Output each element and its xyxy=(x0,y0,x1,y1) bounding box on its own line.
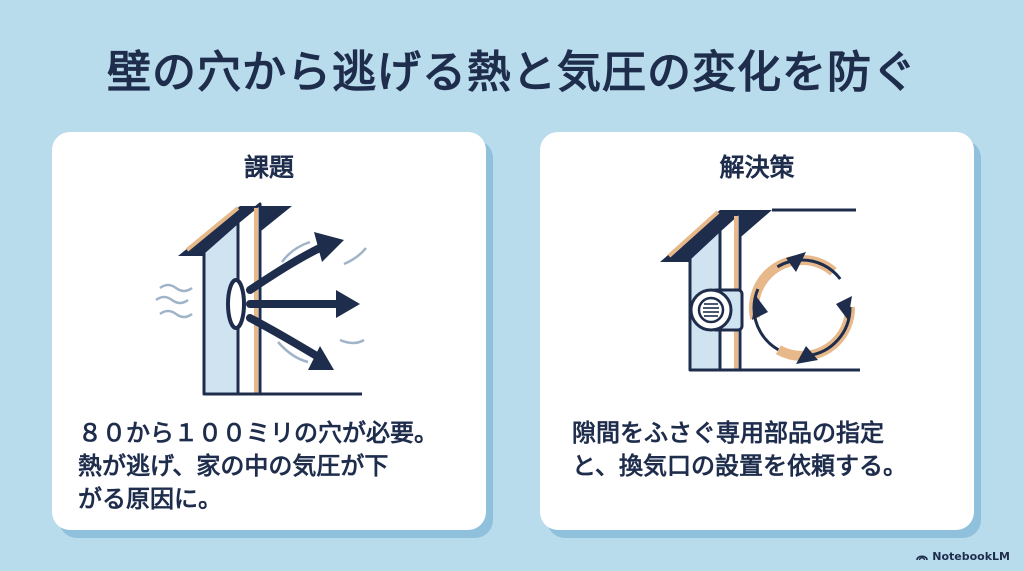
solution-line-1: 隙間をふさぐ専用部品の指定 xyxy=(572,419,884,447)
problem-line-3: がる原因に。 xyxy=(78,485,222,513)
solution-description: 隙間をふさぐ専用部品の指定 と、換気口の設置を依頼する。 xyxy=(572,417,967,483)
house-wall-vent-air-circulation-icon xyxy=(660,208,860,372)
page-title: 壁の穴から逃げる熱と気圧の変化を防ぐ xyxy=(107,47,917,98)
solution-card-heading: 解決策 xyxy=(719,153,795,182)
brand-watermark: NotebookLM xyxy=(916,550,1010,563)
problem-card-heading: 課題 xyxy=(243,153,294,182)
problem-line-2: 熱が逃げ、家の中の気圧が下 xyxy=(78,452,389,480)
notebooklm-logo-icon xyxy=(916,555,929,561)
problem-card: 課題 ８０から１００ミリの穴が必要。 熱が逃げ、家の中の気圧が下 がる原因に。 xyxy=(52,132,486,530)
solution-card: 解決策 隙間をふさぐ専用部品の指定 と、換気口の設置を依頼する。 xyxy=(540,132,974,530)
problem-line-1: ８０から１００ミリの穴が必要。 xyxy=(78,419,438,447)
solution-line-2: と、換気口の設置を依頼する。 xyxy=(572,452,908,480)
problem-description: ８０から１００ミリの穴が必要。 熱が逃げ、家の中の気圧が下 がる原因に。 xyxy=(78,417,478,516)
house-wall-hole-air-escape-icon xyxy=(155,202,367,396)
brand-name: NotebookLM xyxy=(932,550,1010,563)
